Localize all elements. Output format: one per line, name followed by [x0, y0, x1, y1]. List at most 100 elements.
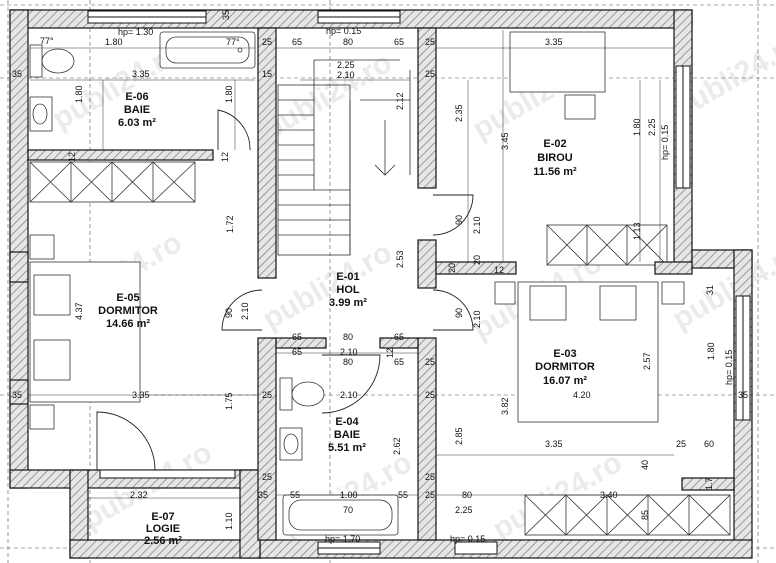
room-name: DORMITOR: [535, 361, 595, 373]
dim-label: 80: [343, 357, 353, 367]
dim-label: 2.25: [337, 60, 355, 70]
dim-label: 85: [640, 510, 650, 520]
windows: [87, 10, 751, 555]
dim-label: hp= 1.70: [325, 534, 360, 544]
dim-label: 3.35: [132, 69, 150, 79]
dim-label: 25: [676, 439, 686, 449]
dim-label: hp= 0.15: [660, 125, 670, 160]
dim-label: hp= 1.30: [118, 27, 153, 37]
dim-label: 4.20: [573, 390, 591, 400]
room-name: HOL: [336, 284, 360, 296]
dim-label: 2.10: [340, 347, 358, 357]
dimension-labels: 77° hp= 1.30 1.80 77° 35 65 80 65 25 25 …: [12, 10, 748, 544]
room-labels: E-06 BAIE 6.03 m² E-02 BIROU 11.56 m² E-…: [98, 91, 595, 547]
dim-label: 55: [398, 490, 408, 500]
dim-label: 20: [472, 255, 482, 265]
dim-label: 65: [394, 332, 404, 342]
room-name: BAIE: [334, 429, 360, 441]
dim-label: 90: [224, 308, 234, 318]
dim-label: 65: [292, 37, 302, 47]
dim-label: 25: [425, 472, 435, 482]
doors: [96, 109, 474, 471]
room-area: 11.56 m²: [533, 166, 577, 178]
dimension-lines: [30, 30, 730, 499]
room-area: 16.07 m²: [543, 375, 587, 387]
room-area: 5.51 m²: [328, 442, 366, 454]
dim-label: 2.10: [472, 310, 482, 328]
dim-label: 3.35: [132, 390, 150, 400]
room-name: BAIE: [124, 104, 150, 116]
room-name: LOGIE: [146, 523, 180, 535]
dim-label: 25: [262, 37, 272, 47]
room-area: 3.99 m²: [329, 297, 367, 309]
dim-label: 25: [262, 390, 272, 400]
dim-label: 2.25: [455, 505, 473, 515]
dim-label: 2.10: [240, 302, 250, 320]
dim-label: 35: [738, 390, 748, 400]
room-name: BIROU: [537, 152, 573, 164]
dim-label: 35: [12, 69, 22, 79]
fixtures: [29, 31, 685, 536]
dim-label: 31: [705, 285, 715, 295]
closet-units: [29, 161, 731, 536]
dim-label: 1.80: [706, 342, 716, 360]
dim-label: 25: [425, 37, 435, 47]
dim-label: 2.62: [392, 437, 402, 455]
dim-label: 12: [220, 152, 230, 162]
dim-label: 25: [425, 490, 435, 500]
dim-label: 90: [454, 308, 464, 318]
dim-label: 35: [258, 490, 268, 500]
dim-label: 25: [425, 390, 435, 400]
dim-label: 65: [394, 37, 404, 47]
room-code: E-05: [116, 292, 139, 304]
dim-label: 3.35: [545, 37, 563, 47]
dim-label: 77°: [226, 37, 240, 47]
dim-label: 35: [12, 390, 22, 400]
dim-label: 80: [462, 490, 472, 500]
dim-label: 1.10: [224, 512, 234, 530]
dim-label: 2.85: [454, 427, 464, 445]
dim-label: 80: [343, 37, 353, 47]
room-name: DORMITOR: [98, 305, 158, 317]
dim-label: 2.12: [395, 92, 405, 110]
dim-label: 1.00: [340, 490, 358, 500]
dim-label: 77°: [40, 36, 54, 46]
dim-label: 2.53: [395, 250, 405, 268]
dim-label: 12: [67, 152, 77, 162]
dim-label: 12: [494, 265, 504, 275]
room-code: E-07: [151, 511, 174, 523]
dim-label: 2.10: [340, 390, 358, 400]
dim-label: 1.13: [632, 222, 642, 240]
room-area: 6.03 m²: [118, 117, 156, 129]
dim-label: 3.40: [600, 490, 618, 500]
dim-label: 20: [447, 263, 457, 273]
dim-label: 1.80: [632, 118, 642, 136]
dim-label: 2.57: [642, 352, 652, 370]
dim-label: 1.72: [225, 215, 235, 233]
dim-label: 15: [262, 69, 272, 79]
staircase: [277, 59, 411, 256]
dim-label: hp= 0.15: [326, 26, 361, 36]
room-code: E-01: [336, 271, 359, 283]
dim-label: hp= 0.15: [724, 350, 734, 385]
room-area: 2.56 m²: [144, 535, 182, 547]
dim-label: 2.35: [454, 104, 464, 122]
dim-label: 40: [640, 460, 650, 470]
dim-label: 80: [343, 332, 353, 342]
dim-label: 12: [385, 348, 395, 358]
dim-label: 2.10: [472, 216, 482, 234]
room-area: 14.66 m²: [106, 318, 150, 330]
room-code: E-02: [543, 138, 566, 150]
dim-label: 70: [343, 505, 353, 515]
dim-label: 25: [262, 472, 272, 482]
dim-label: 3.35: [545, 439, 563, 449]
room-code: E-04: [335, 416, 359, 428]
dim-label: 2.32: [130, 490, 148, 500]
dim-label: 1.80: [74, 85, 84, 103]
dim-label: 1.7: [704, 477, 714, 490]
dim-label: 4.37: [74, 302, 84, 320]
dim-label: 55: [290, 490, 300, 500]
dim-label: 1.80: [105, 37, 123, 47]
dim-label: 65: [292, 332, 302, 342]
